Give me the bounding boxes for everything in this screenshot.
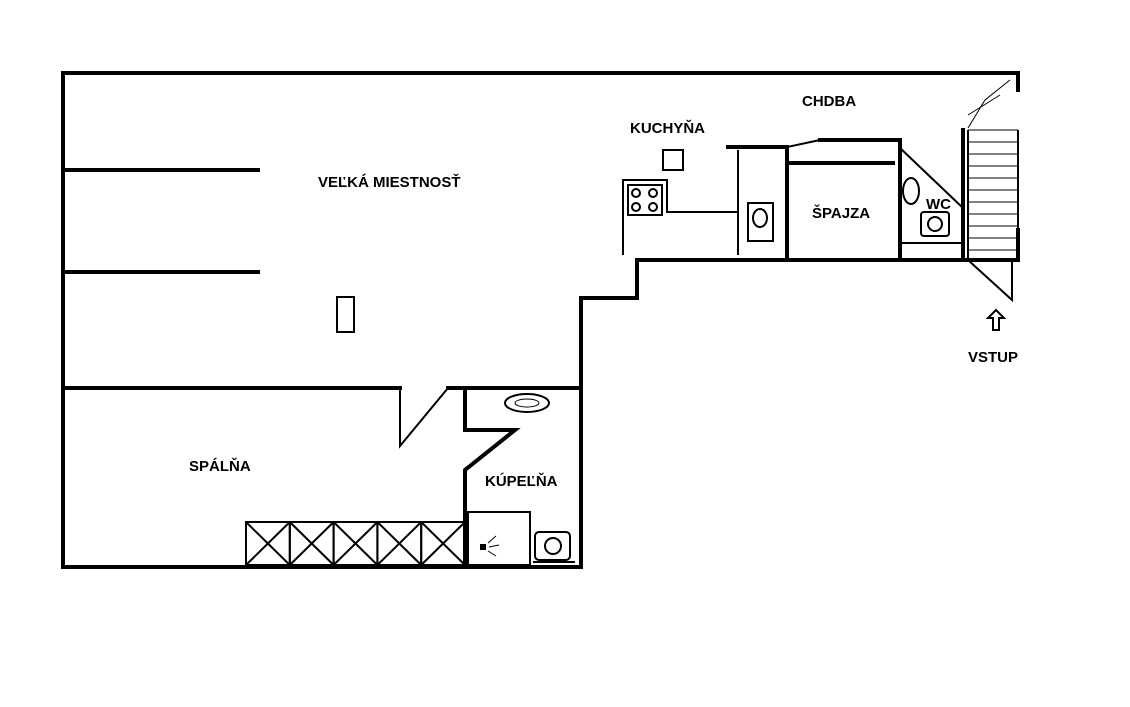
wardrobe-panel-cross xyxy=(245,521,291,566)
label-kitchen: KUCHYŇA xyxy=(630,119,705,137)
wc-sink-icon xyxy=(902,177,920,205)
label-hall: CHDBA xyxy=(802,93,856,110)
shower-spray-icon xyxy=(487,535,497,544)
wardrobe-panel-cross xyxy=(332,521,379,566)
wc-door xyxy=(899,147,964,211)
bathroom-toilet-icon xyxy=(534,531,571,561)
bedroom-door xyxy=(399,387,449,449)
staircase xyxy=(967,79,1019,260)
stove-burner-icon xyxy=(648,202,658,212)
label-pantry: ŠPAJZA xyxy=(812,204,870,222)
toilet-bowl-icon xyxy=(927,216,943,232)
room-labels: VEĽKÁ MIESTNOSŤ KUCHYŇA CHDBA ŠPAJZA WC … xyxy=(189,93,1018,490)
bathroom-sink-basin-icon xyxy=(514,398,540,408)
shower-icon xyxy=(467,511,531,566)
label-living-room: VEĽKÁ MIESTNOSŤ xyxy=(318,173,461,191)
label-wc: WC xyxy=(926,196,951,213)
wc-fixtures xyxy=(902,177,950,237)
outer-walls xyxy=(61,71,1020,569)
pantry-door xyxy=(786,139,821,195)
wardrobe-panel xyxy=(420,521,467,566)
stove-icon xyxy=(627,184,663,216)
bath-wall-door xyxy=(463,428,521,569)
wardrobe xyxy=(245,521,467,566)
shower-drain-icon xyxy=(480,544,486,550)
label-entrance: VSTUP xyxy=(968,349,1018,366)
doors xyxy=(399,139,1013,449)
entrance-arrow-icon xyxy=(985,308,1007,331)
label-bedroom: SPÁLŇA xyxy=(189,457,251,475)
bathroom-sink-icon xyxy=(504,393,550,413)
kitchen-fixtures xyxy=(622,149,774,255)
wall-main-outline xyxy=(61,71,1020,569)
shower-spray-icon xyxy=(487,550,497,557)
entrance-door xyxy=(967,259,1013,303)
wardrobe-panel-cross xyxy=(289,521,335,566)
stove-burner-icon xyxy=(631,202,641,212)
sink-basin-icon xyxy=(752,208,768,228)
interior-walls xyxy=(61,128,965,569)
stair-winder xyxy=(967,94,1001,116)
wardrobe-panel-cross xyxy=(420,521,466,566)
stove-burner-icon xyxy=(648,188,658,198)
stair-winder xyxy=(967,79,1011,129)
bathroom-toilet-bowl-icon xyxy=(544,537,562,555)
shower-spray-icon xyxy=(488,544,500,548)
kitchen-counter xyxy=(622,150,739,255)
kitchen-chimney-icon xyxy=(662,149,684,171)
bathroom-fixtures xyxy=(467,393,575,566)
stove-chimney-icon xyxy=(336,296,355,333)
stove-burner-icon xyxy=(631,188,641,198)
toilet-icon xyxy=(920,211,950,237)
sink-icon xyxy=(747,202,774,242)
wardrobe-panel-cross xyxy=(376,521,422,566)
label-bathroom: KÚPEĽŇA xyxy=(485,472,558,490)
